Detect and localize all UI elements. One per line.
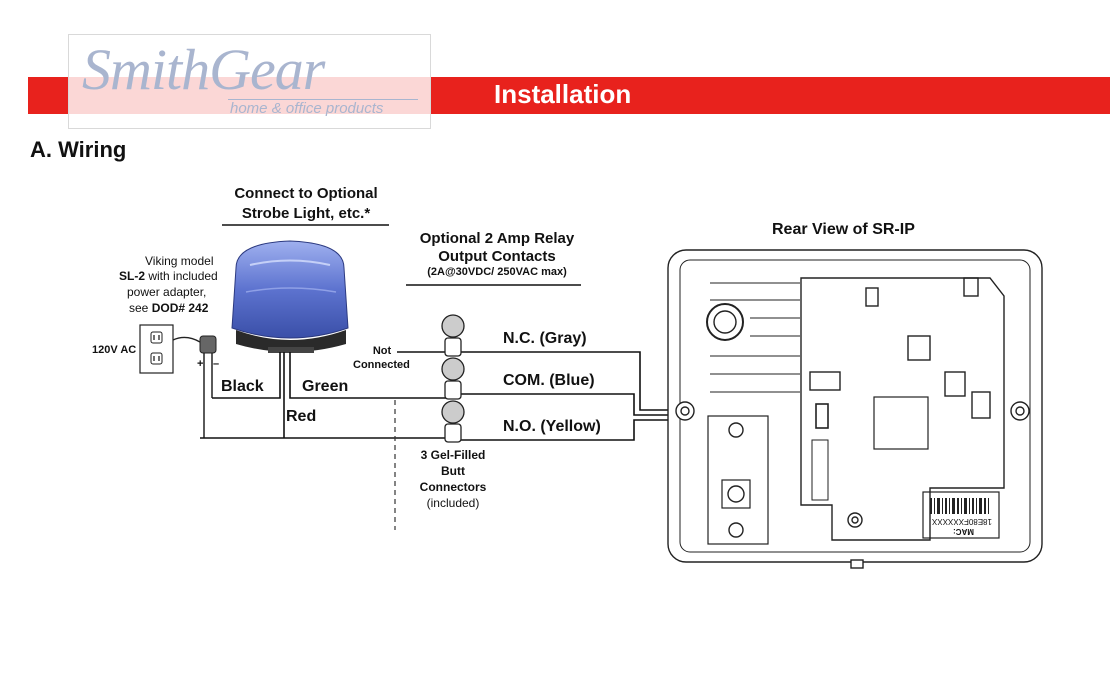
no-yellow-label: N.O. (Yellow) (503, 418, 601, 435)
viking-note-line-4: see DOD# 242 (129, 301, 209, 315)
logo-underline (228, 99, 418, 100)
strobe-light-icon (231, 240, 349, 353)
barcode-icon (930, 498, 989, 514)
gel-note-line-1: 3 Gel-Filled (420, 448, 486, 462)
power-adapter-icon (172, 335, 217, 438)
page-title: Installation (494, 79, 632, 109)
butt-connector-icon (441, 400, 465, 443)
plus-label: + (197, 358, 204, 370)
logo-tagline: home & office products (230, 100, 384, 117)
nc-gray-label: N.C. (Gray) (503, 330, 587, 347)
red-wire-label: Red (286, 408, 317, 425)
not-connected-line-1: Not (372, 345, 392, 357)
com-blue-label: COM. (Blue) (503, 372, 595, 389)
black-wire (212, 352, 281, 399)
relay-heading-line-3: (2A@30VDC/ 250VAC max) (427, 266, 567, 278)
viking-note-line-2: SL-2 with included (119, 269, 218, 283)
butt-connector-icon (441, 314, 465, 357)
sr-ip-rear-view (667, 249, 1043, 569)
butt-connector-icon (441, 357, 465, 400)
viking-note-line-1: Viking model (145, 254, 214, 268)
green-wire-label: Green (302, 378, 349, 395)
green-wire (289, 352, 447, 399)
brand-logo (68, 34, 431, 129)
not-connected-line-2: Connected (353, 359, 410, 371)
ac-label: 120V AC (92, 344, 137, 356)
relay-heading-line-2: Output Contacts (438, 248, 556, 265)
mac-label: MAC: (953, 527, 974, 536)
section-heading: A. Wiring (30, 137, 127, 162)
mac-value: 18E80FXXXXXX (931, 517, 992, 526)
logo-name: SmithGear (82, 37, 325, 102)
strobe-heading-line-1: Connect to Optional (234, 185, 378, 202)
wall-outlet-icon (139, 324, 174, 374)
black-wire-label: Black (221, 378, 264, 395)
rear-view-title: Rear View of SR-IP (772, 221, 915, 238)
gel-note-line-2: Butt (441, 464, 465, 478)
strobe-heading-line-2: Strobe Light, etc.* (241, 205, 371, 222)
relay-heading-line-1: Optional 2 Amp Relay (419, 230, 575, 247)
gel-note-line-4: (included) (426, 496, 480, 510)
viking-note-line-3: power adapter, (127, 285, 207, 299)
gel-note-line-3: Connectors (419, 480, 487, 494)
minus-label: – (213, 358, 220, 370)
